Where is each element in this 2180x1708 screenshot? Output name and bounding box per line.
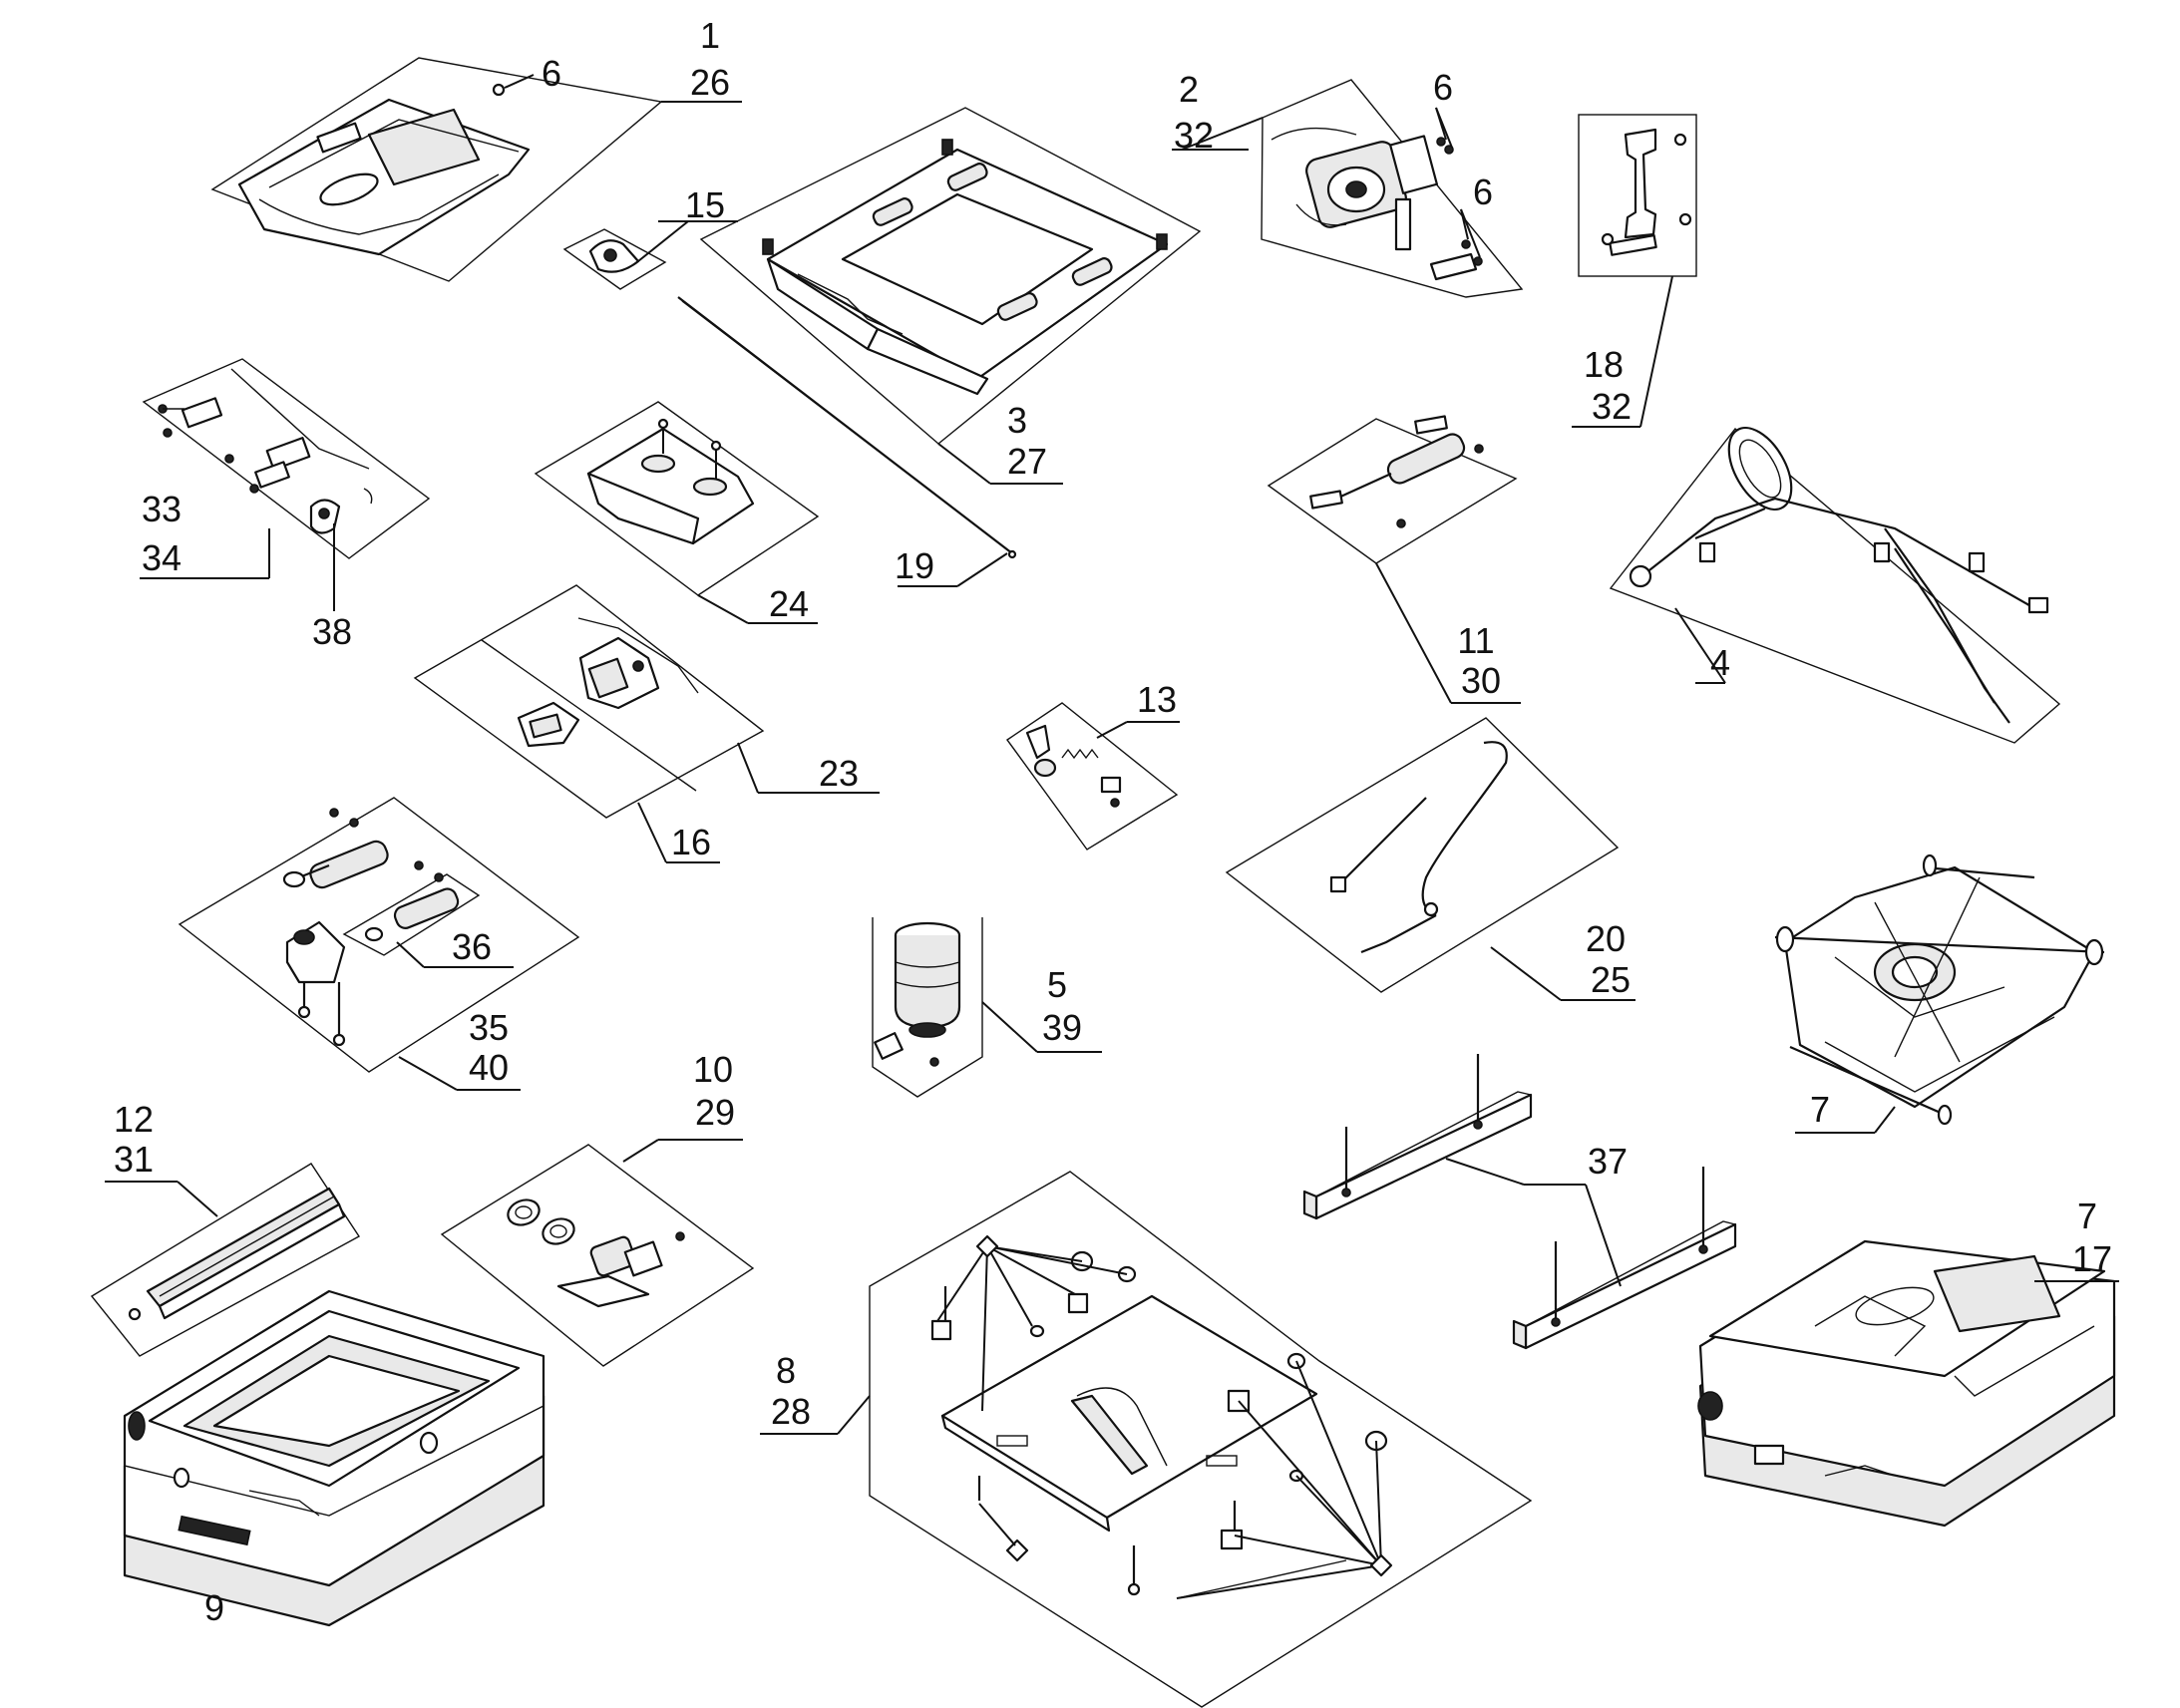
callout-36: 36 [452, 926, 492, 967]
part-group-3-27 [699, 107, 1202, 485]
part-group-5-39 [872, 917, 1102, 1098]
callout-12-31-bottom: 31 [114, 1139, 154, 1180]
callout-20-25-top: 20 [1586, 918, 1626, 959]
callout-5-39-top: 5 [1047, 964, 1067, 1005]
callout-12-31-top: 12 [114, 1099, 154, 1140]
callout-7-17-top: 7 [2077, 1196, 2097, 1236]
callout-18-32-top: 18 [1584, 344, 1624, 385]
part-group-20-25 [1225, 717, 1635, 1001]
part-group-1-26 [210, 57, 742, 282]
callout-33-34-bottom: 34 [142, 537, 182, 578]
callout-35-40-bottom: 40 [469, 1047, 509, 1088]
callout-7-17-bottom: 17 [2072, 1238, 2112, 1279]
part-group-7-scissor [1774, 854, 2105, 1134]
callout-6-motor-upper: 6 [1433, 67, 1453, 108]
part-group-24 [534, 401, 820, 624]
callout-20-25-bottom: 25 [1591, 959, 1631, 1000]
callout-4: 4 [1710, 642, 1730, 683]
part-group-23-16 [413, 584, 880, 863]
callout-9: 9 [204, 1587, 224, 1628]
callout-33-34-top: 33 [142, 489, 182, 529]
callout-19: 19 [895, 545, 934, 586]
part-group-2-32 [1172, 79, 1524, 298]
part-group-15 [562, 220, 738, 290]
callout-10-29-top: 10 [693, 1049, 733, 1090]
callout-24: 24 [769, 583, 809, 624]
part-group-7-17-seat [1697, 1239, 2119, 1528]
part-group-37 [1302, 1054, 1737, 1350]
callout-3-27-bottom: 27 [1007, 441, 1047, 482]
part-group-33-34 [140, 358, 431, 611]
part-group-9-tub [123, 1289, 545, 1627]
callout-8-28-bottom: 28 [771, 1391, 811, 1432]
callout-8-28-top: 8 [776, 1350, 796, 1391]
callout-11-30-bottom: 30 [1461, 660, 1501, 701]
callout-37: 37 [1588, 1141, 1628, 1182]
callout-1-26-bottom: 26 [690, 62, 730, 103]
callout-18-32-bottom: 32 [1592, 386, 1632, 427]
callout-labels: 1 26 6 2 32 6 6 18 32 15 3 27 33 34 38 2… [114, 15, 2112, 1628]
callout-23: 23 [819, 753, 859, 794]
callout-1-26-top: 1 [700, 15, 720, 56]
callout-35-40-top: 35 [469, 1007, 509, 1048]
part-group-35-40-36 [178, 797, 580, 1091]
part-group-13 [1006, 702, 1180, 851]
part-group-10-29 [440, 1139, 755, 1367]
callout-16: 16 [671, 822, 711, 862]
callout-15: 15 [685, 184, 725, 225]
callout-2-32-top: 2 [1179, 69, 1199, 110]
part-group-8-28 [760, 1171, 1533, 1708]
label-underlines [105, 101, 2119, 1435]
callout-7-scissor: 7 [1810, 1089, 1830, 1130]
callout-10-29-bottom: 29 [695, 1092, 735, 1133]
part-group-11-30 [1267, 415, 1521, 704]
part-group-4 [1609, 426, 2061, 744]
callout-38: 38 [312, 611, 352, 652]
callout-11-30-top: 11 [1457, 620, 1494, 661]
callout-3-27-top: 3 [1007, 400, 1027, 441]
callout-13: 13 [1137, 679, 1177, 720]
callout-6-motor-lower: 6 [1473, 171, 1493, 212]
part-group-12-31 [90, 1163, 361, 1357]
callout-5-39-bottom: 39 [1042, 1007, 1082, 1048]
callout-6-top-left: 6 [542, 53, 561, 94]
